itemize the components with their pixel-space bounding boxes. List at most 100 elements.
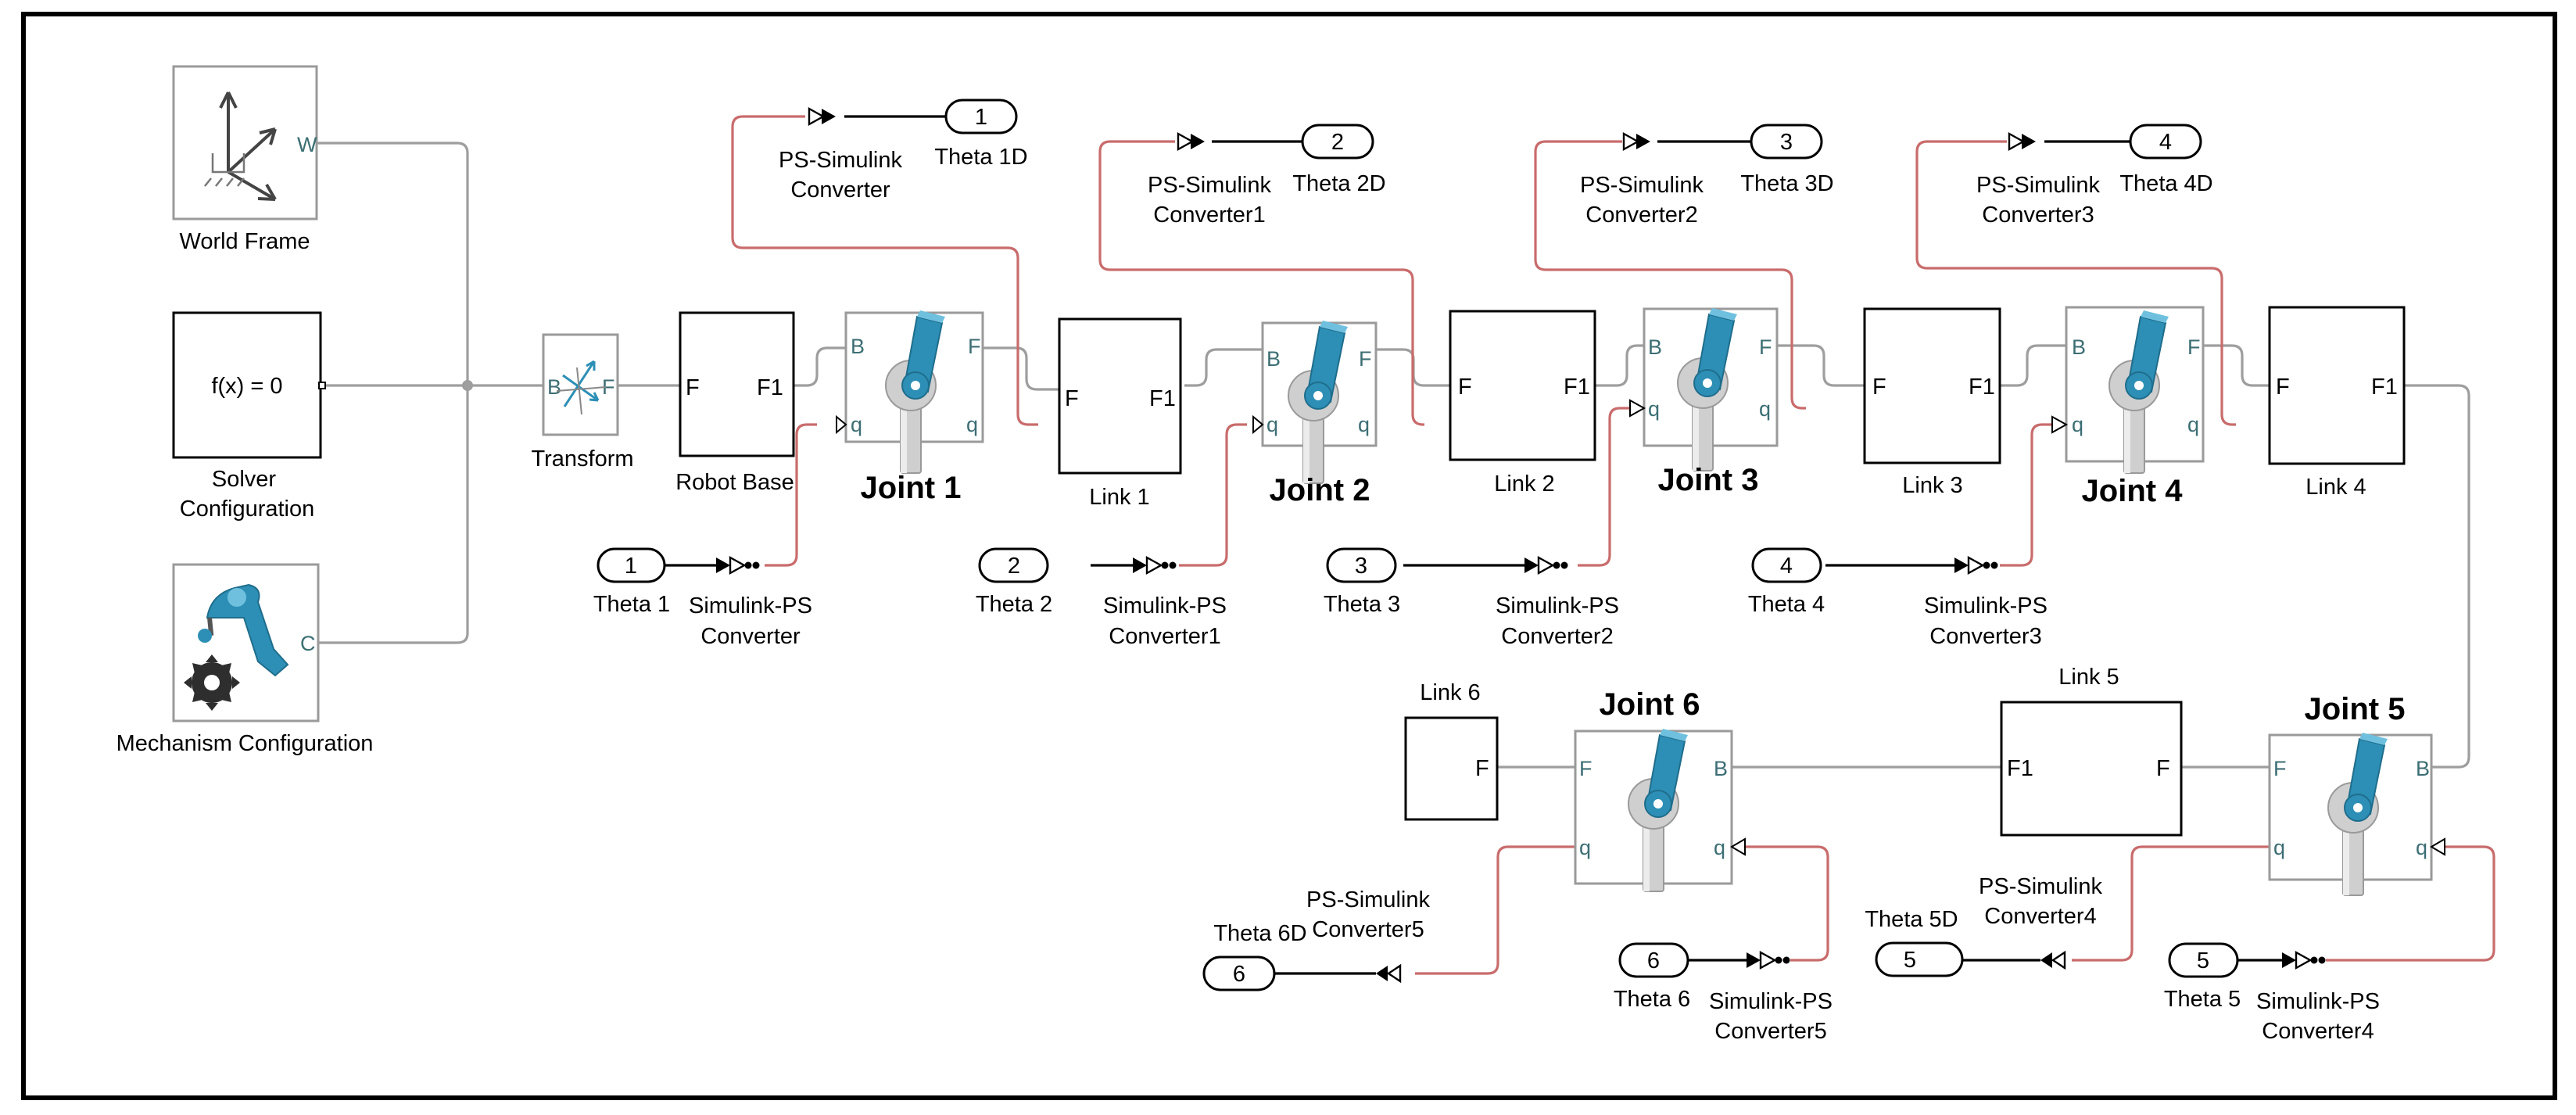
ps-sl-3-label2: Converter3 xyxy=(1982,203,2094,228)
link-3-port-f1: F1 xyxy=(1969,375,1995,400)
robot-base-block[interactable]: F F1 xyxy=(679,311,795,457)
inport-5[interactable]: 5 xyxy=(2168,942,2239,978)
mechanism-configuration-label: Mechanism Configuration xyxy=(116,731,374,756)
sl-ps-5-label1: Simulink-PS xyxy=(1709,989,1833,1014)
ps-simulink-converter4-icon[interactable] xyxy=(2040,950,2066,970)
world-frame-label: World Frame xyxy=(179,229,310,254)
ps-sl-1-label2: Converter1 xyxy=(1153,203,1265,228)
outport-5[interactable]: 5 xyxy=(1875,941,1964,977)
ps-simulink-converter5-icon[interactable] xyxy=(1376,963,1402,984)
solver-label-line1: Solver xyxy=(212,467,277,492)
outport-1[interactable]: 1 xyxy=(944,99,1018,134)
simulink-ps-converter3-icon[interactable] xyxy=(1953,556,1999,575)
transform-block[interactable]: B F xyxy=(542,333,619,436)
ps-simulink-converter1-icon[interactable] xyxy=(1177,132,1206,151)
diagram-frame xyxy=(21,12,2557,1100)
solver-configuration-block[interactable]: f(x) = 0 xyxy=(172,311,326,459)
joint-6-port-b: B xyxy=(1714,757,1728,780)
transform-label: Transform xyxy=(531,446,633,471)
signal-lines xyxy=(665,115,2287,975)
simulink-ps-converter4-icon[interactable] xyxy=(2280,951,2327,970)
robot-base-label: Robot Base xyxy=(675,470,794,495)
outport-4-label: Theta 4D xyxy=(2119,171,2212,196)
joint-6-port-q-out: q xyxy=(1579,836,1591,859)
inport-6-label: Theta 6 xyxy=(1614,987,1690,1012)
inport-1[interactable]: 1 xyxy=(597,547,666,583)
sl-ps-2-label2: Converter2 xyxy=(1501,624,1613,649)
sl-ps-1-label1: Simulink-PS xyxy=(1103,593,1227,618)
outport-5-number: 5 xyxy=(1904,948,1916,973)
mechanism-port-c: C xyxy=(300,632,316,655)
link-1-port-f1: F1 xyxy=(1149,386,1176,411)
world-frame-block[interactable]: W xyxy=(172,65,318,220)
transform-port-b: B xyxy=(547,375,561,399)
sl-ps-1-label2: Converter1 xyxy=(1109,624,1220,649)
simulink-ps-converter1-icon[interactable] xyxy=(1131,556,1177,575)
ps-simulink-converter3-icon[interactable] xyxy=(2008,132,2037,151)
link-2-port-f1: F1 xyxy=(1564,375,1590,400)
ps-sl-5-label1: PS-Simulink xyxy=(1306,887,1430,912)
joint-5-port-q-in: q xyxy=(2416,836,2427,859)
link-5-block[interactable]: F1 F xyxy=(2000,701,2183,837)
joint-4-block[interactable]: B F q q xyxy=(2051,306,2205,474)
joint-1-port-q-in: q xyxy=(851,413,862,436)
simulink-ps-converter5-icon[interactable] xyxy=(1745,951,1791,970)
link-2-label: Link 2 xyxy=(1494,471,1554,497)
outport-3[interactable]: 3 xyxy=(1750,124,1823,160)
outport-2[interactable]: 2 xyxy=(1301,124,1374,160)
joint-3-port-q-out: q xyxy=(1759,397,1771,421)
link-5-label: Link 5 xyxy=(2058,665,2119,690)
joint-5-block[interactable]: F B q q xyxy=(2268,732,2445,896)
joint-3-block[interactable]: B F q q xyxy=(1629,307,1779,471)
joint-4-label: Joint 4 xyxy=(2082,474,2184,508)
outport-6-number: 6 xyxy=(1233,962,1245,987)
link-6-block[interactable]: F xyxy=(1404,716,1499,821)
physical-signal-lines xyxy=(731,115,2495,975)
ps-sl-0-label1: PS-Simulink xyxy=(779,148,902,173)
inport-3-label: Theta 3 xyxy=(1324,592,1400,617)
inport-4-number: 4 xyxy=(1780,554,1793,579)
link-1-label: Link 1 xyxy=(1089,485,1149,510)
ps-sl-2-label2: Converter2 xyxy=(1585,203,1697,228)
joint-1-block[interactable]: B F q q xyxy=(836,310,984,474)
inport-3[interactable]: 3 xyxy=(1326,547,1397,583)
outport-6[interactable]: 6 xyxy=(1202,955,1276,991)
joint-3-port-f: F xyxy=(1759,335,1772,359)
joint-4-port-q-in: q xyxy=(2072,413,2083,436)
sl-ps-0-label2: Converter xyxy=(700,624,801,649)
link-2-block[interactable]: F F1 xyxy=(1449,310,1596,461)
link-5-port-f1: F1 xyxy=(2007,756,2033,781)
ps-sl-2-label1: PS-Simulink xyxy=(1580,173,1704,198)
inport-3-number: 3 xyxy=(1355,554,1367,579)
ps-sl-4-label1: PS-Simulink xyxy=(1979,874,2102,899)
ps-simulink-converter2-icon[interactable] xyxy=(1622,132,1652,151)
inport-2[interactable]: 2 xyxy=(978,547,1049,583)
sl-ps-5-label2: Converter5 xyxy=(1714,1019,1826,1044)
inport-5-label: Theta 5 xyxy=(2164,987,2241,1012)
joint-3-port-b: B xyxy=(1648,335,1662,359)
ps-simulink-converter-icon[interactable] xyxy=(808,107,837,126)
joint-4-port-b: B xyxy=(2072,335,2086,359)
joint-1-port-q-out: q xyxy=(966,413,978,436)
joint-2-block[interactable]: B F q q xyxy=(1252,320,1378,484)
link-3-block[interactable]: F F1 xyxy=(1863,307,2001,464)
joint-6-port-f: F xyxy=(1579,757,1593,780)
mechanism-configuration-block[interactable]: C xyxy=(172,563,320,722)
joint-3-label: Joint 3 xyxy=(1658,463,1759,497)
link-1-block[interactable]: F F1 xyxy=(1058,317,1182,475)
inport-6-number: 6 xyxy=(1647,948,1660,973)
joint-5-port-f: F xyxy=(2273,757,2287,780)
joint-5-port-b: B xyxy=(2416,757,2430,780)
outport-3-number: 3 xyxy=(1780,130,1793,155)
link-4-label: Link 4 xyxy=(2306,475,2366,500)
outport-4[interactable]: 4 xyxy=(2129,124,2202,160)
link-4-block[interactable]: F F1 xyxy=(2268,306,2406,465)
inport-6[interactable]: 6 xyxy=(1618,942,1689,978)
link-2-port-f: F xyxy=(1458,375,1472,400)
inport-4[interactable]: 4 xyxy=(1751,547,1822,583)
joint-6-block[interactable]: F B q q xyxy=(1574,728,1746,892)
outport-5-label: Theta 5D xyxy=(1865,907,1958,932)
simulink-ps-converter-icon[interactable] xyxy=(715,556,761,575)
simulink-ps-converter2-icon[interactable] xyxy=(1523,556,1569,575)
